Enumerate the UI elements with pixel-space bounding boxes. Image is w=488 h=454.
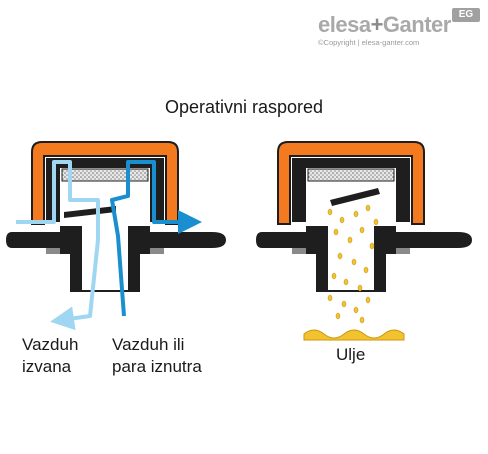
right-inner-housing	[292, 158, 410, 222]
label-air-inside-line1: Vazduh ili	[112, 335, 185, 354]
right-gasket-right	[396, 248, 410, 254]
right-filter	[307, 168, 395, 182]
brand-name-part2: Ganter	[382, 12, 451, 37]
left-gasket-right	[150, 248, 164, 254]
label-oil: Ulje	[336, 345, 366, 364]
brand-badge: EG	[452, 8, 480, 22]
brand-name: elesa+Ganter	[318, 12, 451, 38]
oil-surface	[303, 329, 405, 341]
brand-name-part1: elesa	[318, 12, 371, 37]
brand-logo: elesa+Ganter EG ©Copyright | elesa-gante…	[318, 8, 480, 48]
left-filter	[61, 168, 149, 182]
label-air-inside-line2: para iznutra	[112, 357, 202, 376]
left-air-outside-path	[16, 160, 100, 331]
left-air-inside-path	[110, 160, 202, 317]
right-valve-flap	[330, 188, 380, 206]
brand-copyright: ©Copyright | elesa-ganter.com	[318, 38, 420, 47]
right-orange-cap	[277, 141, 425, 225]
label-air-outside-line1: Vazduh	[22, 335, 79, 354]
label-air-outside-line2: izvana	[22, 357, 72, 376]
brand-name-plus: +	[370, 12, 384, 37]
right-breather	[256, 141, 472, 341]
diagram-title: Operativni raspored	[164, 97, 324, 117]
left-valve-flap	[64, 206, 116, 218]
left-gasket-left	[46, 248, 60, 254]
right-gasket-left	[292, 248, 306, 254]
label-air-inside: Vazduh ili para iznutra	[112, 334, 202, 378]
label-air-outside: Vazduh izvana	[22, 334, 78, 378]
left-breather	[6, 141, 226, 331]
oil-droplets	[327, 204, 379, 324]
